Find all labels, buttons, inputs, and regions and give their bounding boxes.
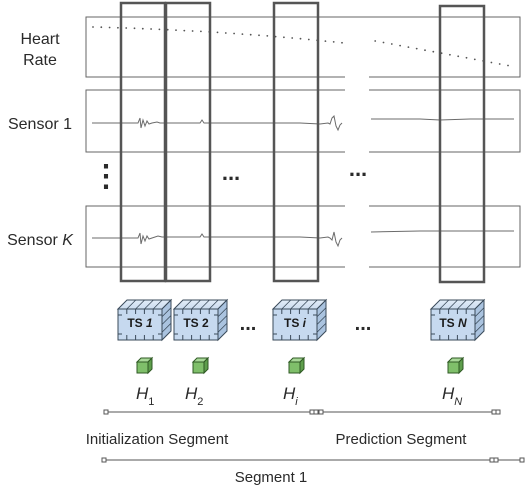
heart-rate-point xyxy=(432,50,435,53)
sensor-1-signal-right xyxy=(371,118,514,121)
hidden-cube-face xyxy=(136,361,149,374)
sensor-1-panel xyxy=(85,89,521,153)
hidden-cube-face xyxy=(288,361,301,374)
heart-rate-point xyxy=(507,64,509,67)
h-2-label: H2 xyxy=(185,384,203,408)
heart-rate-point xyxy=(266,35,269,37)
window-ts-2 xyxy=(164,1,212,283)
ellipsis-middle: ... xyxy=(222,160,240,185)
heart-rate-point xyxy=(424,49,426,52)
heart-rate-point xyxy=(473,58,476,61)
cube-front-face xyxy=(430,308,476,341)
heart-rate-point xyxy=(100,26,103,29)
window-ts-i xyxy=(272,1,320,283)
sensor-k-signal-right xyxy=(370,230,514,233)
heart-rate-point xyxy=(283,36,285,39)
hidden-cube-face xyxy=(192,361,205,374)
sensor-1-label: Sensor 1 xyxy=(8,116,72,133)
sensor-k-label: Sensor K xyxy=(7,232,74,249)
heart-rate-point xyxy=(108,26,111,29)
cube-front-face xyxy=(117,308,163,341)
vertical-ellipsis: ⋮ xyxy=(91,160,121,193)
sensor-k-panel xyxy=(85,205,521,268)
heart-rate-point xyxy=(341,41,343,44)
initialization-segment-label: Initialization Segment xyxy=(86,431,229,448)
ellipsis-right: ... xyxy=(349,156,367,181)
heart-rate-point xyxy=(249,33,252,36)
heart-rate-point xyxy=(241,33,244,35)
hidden-state-i-cube xyxy=(287,356,306,375)
heart-rate-point xyxy=(332,41,335,43)
heart-rate-point xyxy=(324,40,327,42)
heart-rate-point xyxy=(415,47,418,50)
window-ts-n xyxy=(438,4,486,284)
h-n-label: HN xyxy=(442,384,462,408)
heart-rate-point xyxy=(141,27,144,30)
heart-rate-point xyxy=(175,29,177,31)
ts-n-label: TS N xyxy=(439,316,467,330)
hidden-state-1-cube xyxy=(135,356,154,375)
ts-2-label: TS 2 xyxy=(183,316,209,330)
heart-rate-point xyxy=(498,63,501,65)
heart-rate-point xyxy=(117,26,119,29)
heart-rate-point xyxy=(291,37,294,39)
hidden-cube-face xyxy=(447,361,460,374)
heart-rate-label-line1: Heart xyxy=(20,31,60,48)
heart-rate-point xyxy=(125,27,128,29)
sensor-1-signal xyxy=(92,114,343,132)
heart-rate-point xyxy=(233,32,236,35)
hidden-state-2-cube xyxy=(191,356,210,375)
segment-1-label: Segment 1 xyxy=(235,469,308,486)
ts-i-cube xyxy=(271,298,328,342)
heart-rate-label-line2: Rate xyxy=(23,52,57,69)
heart-rate-point xyxy=(490,61,493,64)
heart-rate-point xyxy=(224,32,227,34)
heart-rate-point xyxy=(399,44,401,47)
ts-n-cube xyxy=(429,298,486,342)
heart-rate-point xyxy=(307,38,310,41)
heart-rate-point xyxy=(382,41,385,44)
ts-1-label: TS 1 xyxy=(127,316,153,330)
heart-rate-panel xyxy=(85,16,521,78)
ts-2-cube xyxy=(172,298,229,342)
heart-rate-point xyxy=(465,56,468,59)
initialization-segment-line xyxy=(103,409,319,415)
heart-rate-point xyxy=(407,46,410,48)
heart-rate-point xyxy=(299,37,302,40)
hidden-state-n-cube xyxy=(446,356,465,375)
h-1-label: H1 xyxy=(136,384,154,408)
heart-rate-point xyxy=(158,28,161,31)
h-i-label: Hi xyxy=(283,384,298,408)
ellipsis-cubes-2: ... xyxy=(355,313,372,335)
prediction-segment-line xyxy=(318,409,501,415)
cube-front-face xyxy=(173,308,219,341)
heart-rate-point xyxy=(374,40,377,42)
ellipsis-cubes-1: ... xyxy=(240,313,257,335)
heart-rate-point xyxy=(216,31,219,34)
heart-rate-point xyxy=(150,28,153,30)
heart-rate-point xyxy=(133,27,136,30)
heart-rate-point xyxy=(449,53,451,56)
ts-i-label: TS i xyxy=(284,316,307,330)
segment-1-line xyxy=(101,457,525,463)
sensor-k-signal xyxy=(92,231,343,248)
heart-rate-point xyxy=(92,26,94,28)
panel-gap xyxy=(345,70,369,270)
heart-rate-point xyxy=(183,29,186,32)
heart-rate-point xyxy=(457,55,460,58)
ts-1-cube xyxy=(116,298,173,342)
heart-rate-point xyxy=(258,34,260,37)
heart-rate-point xyxy=(191,30,194,32)
prediction-segment-label: Prediction Segment xyxy=(336,431,468,448)
heart-rate-point xyxy=(390,43,393,45)
heart-rate-point xyxy=(200,30,202,33)
